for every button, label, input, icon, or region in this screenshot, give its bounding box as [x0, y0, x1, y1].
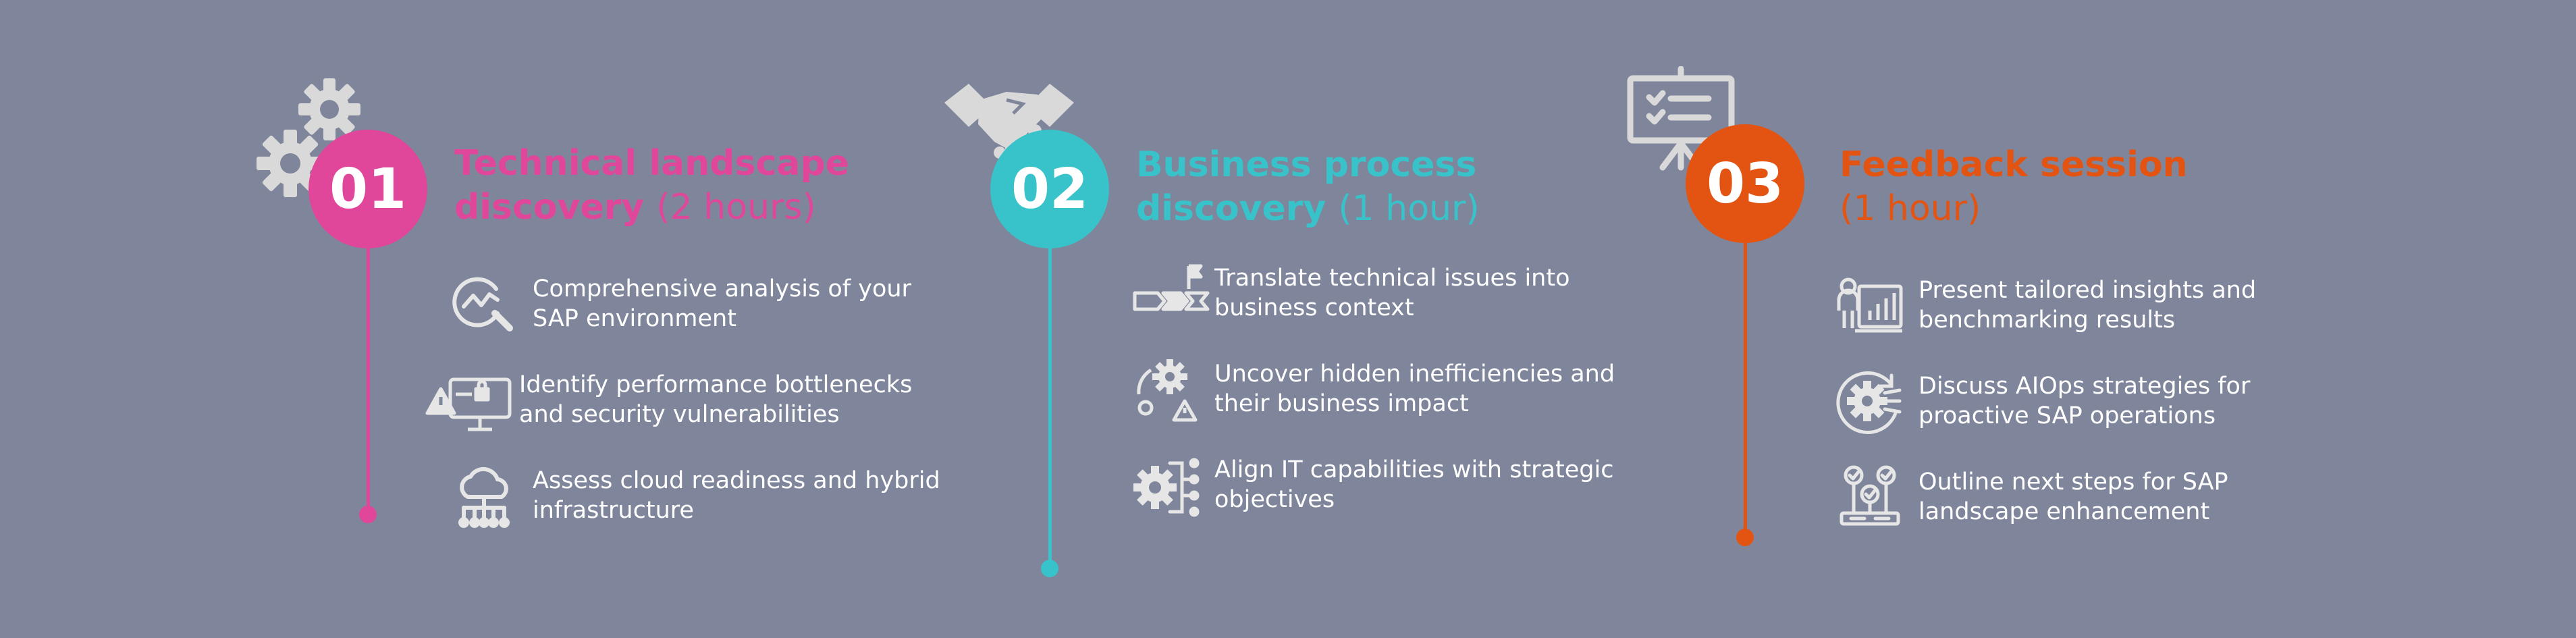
list-item: Present tailored insights and benchmarki… — [1835, 270, 2337, 340]
step-number-badge: 02 — [990, 130, 1109, 248]
phase-title: Business process discovery (1 hour) — [1136, 143, 1480, 231]
phase-title-line2: discovery — [1136, 188, 1326, 229]
timeline-end-dot — [359, 506, 377, 523]
gears-icon — [257, 74, 371, 203]
gear-warning-icon — [1131, 354, 1201, 424]
list-item: Assess cloud readiness and hybrid infras… — [449, 460, 951, 531]
list-item-text: Discuss AIOps strategies for proactive S… — [1918, 373, 2251, 429]
list-item: Outline next steps for SAP landscape enh… — [1835, 462, 2337, 532]
list-item-text: Comprehensive analysis of your SAP envir… — [533, 275, 911, 332]
phase-duration: (1 hour) — [1338, 188, 1480, 229]
list-item-text: Uncover hidden inefficiencies and their … — [1214, 361, 1615, 417]
process-flag-icon — [1131, 258, 1214, 328]
step-number-badge: 03 — [1686, 124, 1804, 243]
timeline-end-dot — [1736, 529, 1754, 546]
phase-title-line1: Technical landscape — [454, 143, 849, 184]
timeline-stem — [1744, 189, 1747, 540]
list-item: Comprehensive analysis of your SAP envir… — [449, 269, 951, 339]
phase-title: Technical landscape discovery (2 hours) — [454, 142, 849, 230]
list-item-text: Align IT capabilities with strategic obj… — [1214, 456, 1614, 513]
list-item: Identify performance bottlenecks and sec… — [422, 365, 938, 435]
list-item-text: Present tailored insights and benchmarki… — [1918, 277, 2257, 334]
analysis-magnifier-icon — [449, 269, 519, 339]
report-person-icon — [1835, 270, 1905, 340]
list-item: Align IT capabilities with strategic obj… — [1131, 450, 1633, 520]
timeline-stem — [1048, 189, 1052, 567]
list-item-text: Assess cloud readiness and hybrid infras… — [533, 467, 940, 524]
phase-title: Feedback session (1 hour) — [1840, 143, 2188, 231]
gear-branch-icon — [1131, 450, 1201, 520]
cloud-network-icon — [449, 460, 519, 531]
phase-title-line2: discovery — [454, 187, 645, 228]
checklist-steps-icon — [1835, 462, 1905, 532]
list-item-text: Identify performance bottlenecks and sec… — [519, 371, 913, 428]
handshake-icon — [942, 80, 1077, 167]
list-item-text: Outline next steps for SAP landscape enh… — [1918, 469, 2228, 525]
phase-title-line1: Feedback session — [1840, 144, 2188, 185]
timeline-end-dot — [1041, 560, 1058, 577]
phase-duration: (2 hours) — [656, 187, 816, 228]
timeline-stem — [367, 189, 370, 513]
presentation-board-icon — [1624, 66, 1738, 174]
gear-cycle-icon — [1835, 366, 1905, 436]
list-item: Uncover hidden inefficiencies and their … — [1131, 354, 1633, 424]
phase-title-line1: Business process — [1136, 144, 1477, 185]
step-number-badge: 01 — [308, 130, 427, 248]
list-item: Discuss AIOps strategies for proactive S… — [1835, 366, 2337, 436]
list-item: Translate technical issues into business… — [1131, 258, 1633, 328]
list-item-text: Translate technical issues into business… — [1214, 265, 1570, 321]
monitor-warning-icon — [422, 365, 519, 435]
phase-duration: (1 hour) — [1840, 188, 1981, 229]
